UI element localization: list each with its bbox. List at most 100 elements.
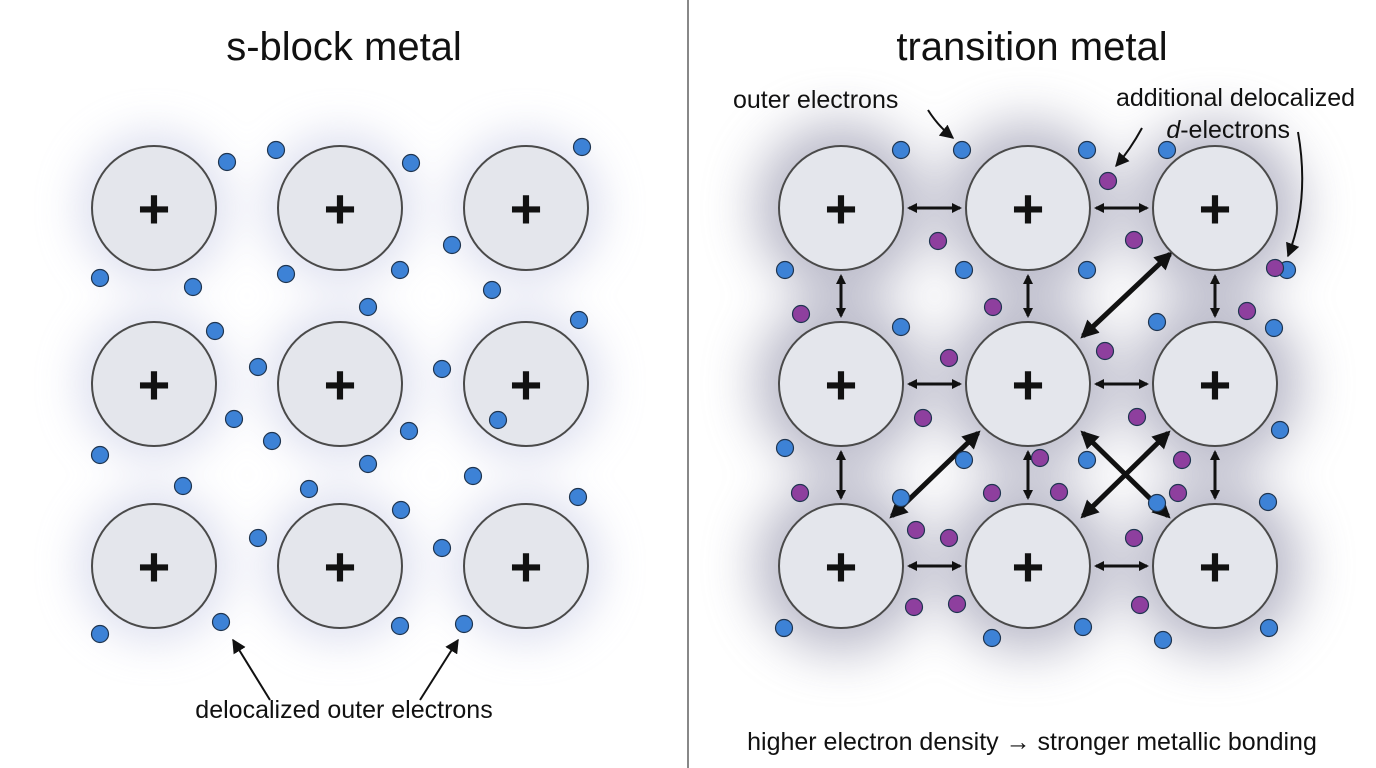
right-ion-r1c2: +	[965, 145, 1091, 271]
plus-icon: +	[1199, 353, 1232, 416]
outer-electron	[891, 488, 911, 508]
d-electron	[1265, 258, 1285, 278]
plus-icon: +	[1012, 353, 1045, 416]
outer-electron	[442, 235, 462, 255]
outer-electron	[488, 410, 508, 430]
outer-electron	[276, 264, 296, 284]
right-ion-r1c3: +	[1152, 145, 1278, 271]
right-panel: transition metal +++++++++ outer electro…	[733, 25, 1355, 756]
ion-circle	[1152, 503, 1278, 629]
outer-electron	[358, 297, 378, 317]
d-electron	[928, 231, 948, 251]
outer-electron	[248, 357, 268, 377]
outer-electron	[1157, 140, 1177, 160]
d-electron	[913, 408, 933, 428]
outer-electron	[1259, 618, 1279, 638]
outer-electron	[954, 450, 974, 470]
outer-electron	[358, 454, 378, 474]
d-electron	[1049, 482, 1069, 502]
plus-icon: +	[138, 177, 171, 240]
ion-circle	[91, 145, 217, 271]
outer-electron	[248, 528, 268, 548]
right-ion-r3c1: +	[778, 503, 904, 629]
d-electron	[983, 297, 1003, 317]
outer-electron	[262, 431, 282, 451]
outer-electron	[390, 616, 410, 636]
outer-electron	[774, 618, 794, 638]
d-electron	[790, 483, 810, 503]
outer-electron	[775, 438, 795, 458]
outer-electrons-pointer	[927, 109, 955, 139]
plus-icon: +	[1012, 177, 1045, 240]
ion-circle	[965, 321, 1091, 447]
outer-electron	[952, 140, 972, 160]
outer-electron	[1147, 493, 1167, 513]
d-electron	[1172, 450, 1192, 470]
left-pointer-arrow-2	[419, 638, 459, 701]
left-ion-r3c3: +	[463, 503, 589, 629]
outer-electron	[432, 538, 452, 558]
d-electron	[906, 520, 926, 540]
ion-circle	[91, 321, 217, 447]
ion-circle	[463, 503, 589, 629]
right-ion-r2c2: +	[965, 321, 1091, 447]
plus-icon: +	[1199, 177, 1232, 240]
outer-electron	[1147, 312, 1167, 332]
outer-electron	[205, 321, 225, 341]
outer-electron	[183, 277, 203, 297]
outer-electron	[982, 628, 1002, 648]
right-caption: higher electron density → stronger metal…	[747, 728, 1317, 756]
outer-electron	[90, 445, 110, 465]
outer-electron	[299, 479, 319, 499]
d-electron	[1237, 301, 1257, 321]
outer-electron	[211, 612, 231, 632]
left-pointer-arrow-1	[232, 638, 271, 701]
outer-electron	[454, 614, 474, 634]
outer-electron	[1264, 318, 1284, 338]
plus-icon: +	[825, 353, 858, 416]
outer-electron	[463, 466, 483, 486]
outer-electron	[1153, 630, 1173, 650]
plus-icon: +	[510, 535, 543, 598]
bond-arrow	[1080, 251, 1173, 339]
d-electron	[1127, 407, 1147, 427]
right-panel-title: transition metal	[896, 25, 1167, 69]
d-electron	[1124, 528, 1144, 548]
d-electron	[1124, 230, 1144, 250]
plus-icon: +	[1199, 535, 1232, 598]
right-electrons	[774, 140, 1297, 650]
left-ion-r1c1: +	[91, 145, 217, 271]
d-electron	[982, 483, 1002, 503]
d-electron	[1098, 171, 1118, 191]
ion-circle	[778, 145, 904, 271]
left-ion-r3c1: +	[91, 503, 217, 629]
left-ion-r2c2: +	[277, 321, 403, 447]
outer-electron	[90, 624, 110, 644]
ion-circle	[965, 503, 1091, 629]
d-electron	[1095, 341, 1115, 361]
ion-circle	[778, 503, 904, 629]
outer-electron	[399, 421, 419, 441]
left-panel: s-block metal +++++++++ delocalized oute…	[76, 25, 604, 724]
ion-circle	[1152, 321, 1278, 447]
ion-circle	[277, 503, 403, 629]
d-electron	[939, 348, 959, 368]
ion-circle	[277, 145, 403, 271]
right-ion-r3c3: +	[1152, 503, 1278, 629]
outer-electron	[1077, 260, 1097, 280]
left-ion-r3c2: +	[277, 503, 403, 629]
outer-electron	[90, 268, 110, 288]
outer-electron	[391, 500, 411, 520]
right-ion-r3c2: +	[965, 503, 1091, 629]
ion-circle	[965, 145, 1091, 271]
outer-electron	[891, 140, 911, 160]
outer-electron	[401, 153, 421, 173]
ion-circle	[1152, 145, 1278, 271]
right-ion-r1c1: +	[778, 145, 904, 271]
bond-arrow	[1080, 430, 1171, 519]
outer-electron	[572, 137, 592, 157]
outer-electron	[954, 260, 974, 280]
left-ion-r1c2: +	[277, 145, 403, 271]
d-electrons-pointer-1	[1115, 127, 1143, 168]
